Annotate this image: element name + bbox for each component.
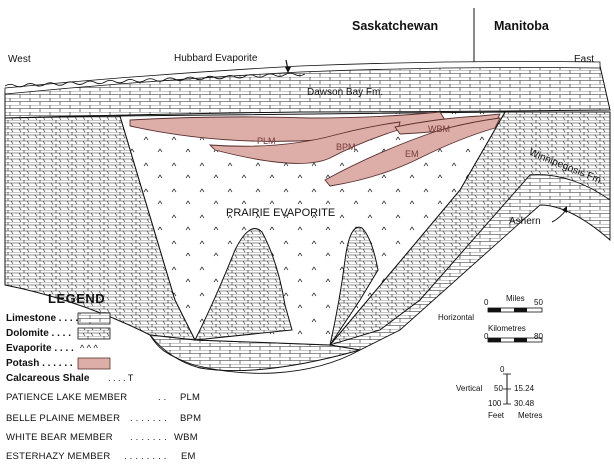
scale-miles-tick-0: 0 [484, 298, 489, 307]
member-dots: . . . . . . . . [124, 451, 167, 462]
scale-vertical-label: Vertical [456, 384, 483, 393]
scale-metre-tick-30: 30.48 [514, 399, 535, 408]
mound-left [194, 228, 293, 341]
scale-metres-label: Metres [518, 411, 543, 420]
scale-feet-tick-0: 0 [500, 365, 505, 374]
scale-feet-tick-50: 50 [494, 384, 503, 393]
member-name: WHITE BEAR MEMBER [6, 432, 113, 443]
legend-item-evaporite: Evaporite . . . . [6, 343, 74, 354]
scale-km-tick-80: 80 [534, 332, 543, 341]
member-code: PLM [180, 392, 201, 403]
scale-vertical-bar [503, 373, 511, 405]
scale-km-bar [487, 337, 543, 343]
member-name: BELLE PLAINE MEMBER [6, 413, 121, 424]
legend-swatch-dolomite [77, 327, 111, 340]
region-saskatchewan: Saskatchewan [352, 19, 439, 33]
member-code: WBM [174, 432, 198, 443]
ashern-arrow [551, 209, 567, 223]
member-name: ESTERHAZY MEMBER [6, 451, 111, 462]
potash-em [324, 117, 501, 187]
label-em: EM [405, 149, 419, 159]
member-code: EM [181, 451, 196, 462]
direction-east: East [574, 54, 595, 65]
legend-swatch-potash [77, 357, 111, 370]
scale-feet-tick-100: 100 [488, 399, 502, 408]
label-dawson-bay: Dawson Bay Fm. [307, 87, 384, 98]
scale-miles-bar [487, 307, 543, 313]
member-code: BPM [180, 413, 202, 424]
member-name: PATIENCE LAKE MEMBER [6, 392, 128, 403]
region-manitoba: Manitoba [494, 19, 549, 33]
legend-shale-symbol: . . . . T [108, 373, 134, 383]
label-hubbard-evaporite: Hubbard Evaporite [174, 53, 258, 64]
ashern-layer [329, 174, 611, 351]
label-prairie-evaporite: PRAIRIE EVAPORITE [226, 207, 336, 219]
legend-item-shale: Calcareous Shale [6, 373, 90, 384]
legend-item-potash: Potash . . . . . . [6, 358, 73, 369]
legend-item-limestone: Limestone . . . . [6, 313, 79, 324]
scale-horizontal-label: Horizontal [438, 313, 475, 322]
label-wbm: WBM [428, 124, 450, 134]
scale-metre-tick-15: 15.24 [514, 384, 535, 393]
mound-right [329, 226, 379, 346]
scale-km-label: Kilometres [488, 324, 526, 333]
basin-base [148, 334, 361, 372]
scale-miles-label: Miles [506, 294, 525, 303]
scale-miles-tick-50: 50 [534, 298, 543, 307]
scale-km-tick-0: 0 [484, 332, 489, 341]
member-dots: . . . . . . . [130, 413, 167, 424]
legend-swatch-limestone [77, 312, 111, 325]
legend-item-dolomite: Dolomite . . . . [6, 328, 72, 339]
member-dots: . . [158, 392, 167, 403]
legend-title: LEGEND [48, 291, 106, 306]
legend-evaporite-symbol: ^ ^ ^ [80, 343, 98, 353]
scale-feet-label: Feet [488, 411, 505, 420]
label-ashern: Ashern [509, 216, 541, 227]
direction-west: West [8, 54, 31, 65]
member-dots: . . . . . . . [130, 432, 167, 443]
label-plm: PLM [257, 136, 276, 146]
label-bpm: BPM [336, 142, 356, 152]
